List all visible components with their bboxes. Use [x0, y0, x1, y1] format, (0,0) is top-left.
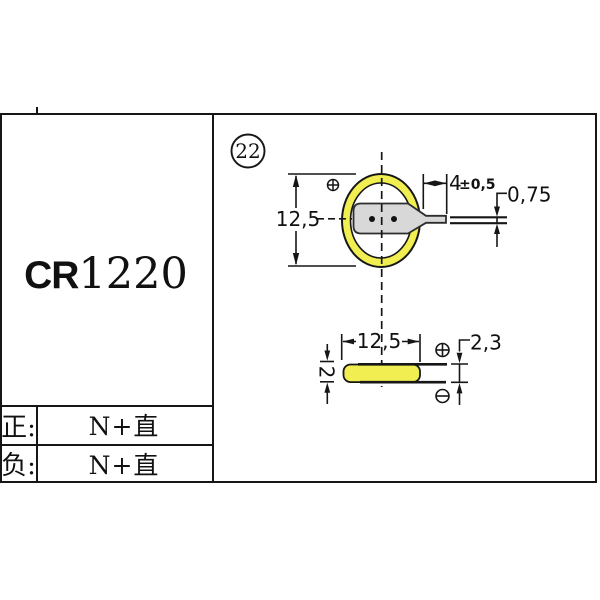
dim-pin-spacing: [451, 339, 470, 405]
model-prefix: CR: [24, 254, 79, 297]
spec-row-value-positive: N+直: [88, 412, 160, 441]
dim-body-height: [320, 344, 334, 404]
dim-pin-length: [422, 174, 448, 214]
top-border-tick: [36, 107, 38, 113]
table-border-right: [595, 113, 597, 483]
spec-row-label-positive: 正:: [1, 412, 36, 443]
table-border-bottom: [0, 481, 597, 483]
dim-side-diameter: [340, 334, 421, 362]
weld-dot-left: [369, 216, 375, 222]
spec-row-line-2: [0, 443, 213, 446]
weld-dot-right: [391, 216, 397, 222]
spec-label-divider: [36, 405, 38, 483]
table-border-top: [0, 113, 597, 115]
spec-row-value-negative: N+直: [88, 450, 160, 480]
table-border-left: [0, 113, 2, 483]
dim-top-diameter: [288, 173, 356, 267]
dim-side-diameter-label: 12,5: [357, 329, 402, 353]
positive-terminal-icon-side: [435, 342, 450, 358]
table-column-divider: [212, 113, 214, 483]
figure-number: 22: [235, 139, 260, 163]
figure-number-circle: [230, 133, 266, 169]
positive-terminal-icon-top: [326, 178, 340, 192]
pin-section-lines: [450, 216, 507, 225]
dim-pin-thickness-label: 0,75: [507, 183, 552, 207]
dim-pin-length-label: 4: [449, 171, 462, 195]
dim-top-diameter-label: 12,5: [276, 207, 321, 231]
spec-row-line-1: [0, 405, 213, 407]
battery-side-body: [342, 363, 421, 384]
terminal-tab: [352, 202, 447, 235]
negative-terminal-icon-side: [435, 388, 450, 404]
model-name: CR1220: [0, 249, 212, 299]
dim-pin-thickness: [494, 192, 507, 247]
dim-pin-length-tolerance: ±0,5: [459, 177, 496, 193]
dim-pin-spacing-label: 2,3: [470, 331, 502, 355]
spec-row-label-negative: 负:: [1, 451, 36, 481]
model-number: 1220: [78, 249, 188, 299]
dim-body-height-label: 2: [315, 366, 339, 379]
